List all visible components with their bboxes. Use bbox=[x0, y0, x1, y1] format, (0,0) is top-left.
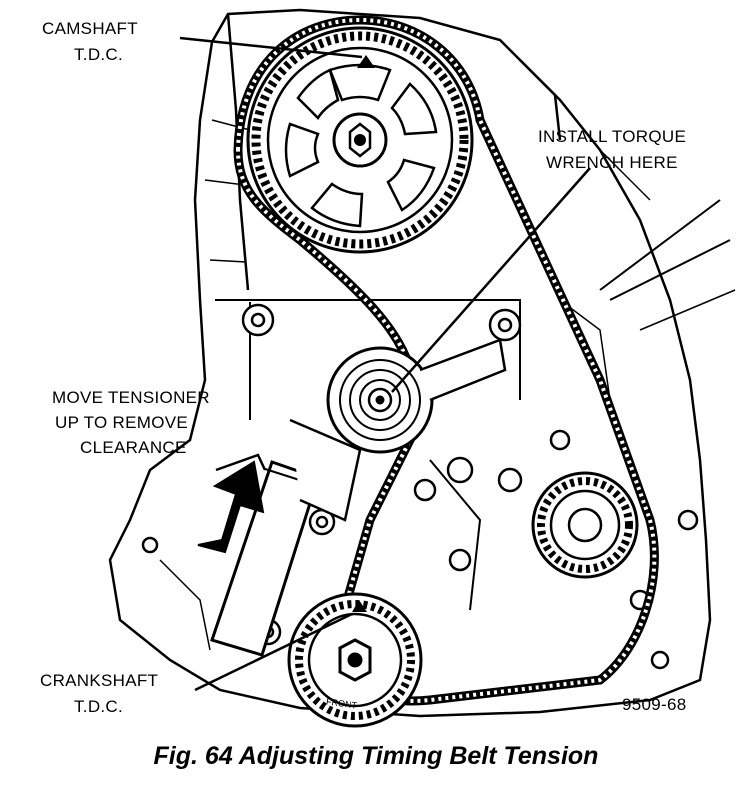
camshaft-label-line2: T.D.C. bbox=[74, 45, 123, 64]
hydraulic-tensioner bbox=[210, 418, 362, 657]
crankshaft-tdc-mark bbox=[352, 600, 367, 612]
bolt-holes bbox=[141, 303, 699, 670]
leader-lines bbox=[179, 36, 591, 692]
torque-label-line2: WRENCH HERE bbox=[546, 153, 678, 172]
idler-sprocket bbox=[531, 471, 639, 579]
timing-belt bbox=[233, 15, 659, 706]
tensioner-pulley bbox=[326, 338, 507, 454]
tensioner-label-line2: UP TO REMOVE bbox=[55, 413, 188, 432]
camshaft-sprocket bbox=[246, 26, 474, 254]
front-mark: FRONT bbox=[325, 696, 358, 710]
tensioner-label-line1: MOVE TENSIONER bbox=[52, 388, 210, 407]
move-up-arrow bbox=[197, 460, 265, 554]
engine-block bbox=[108, 8, 736, 718]
camshaft-tdc-mark bbox=[357, 55, 375, 68]
tensioner-label-line3: CLEARANCE bbox=[80, 438, 187, 457]
camshaft-label-line1: CAMSHAFT bbox=[42, 19, 138, 38]
figure-number: 9509-68 bbox=[622, 695, 687, 714]
crankshaft-label-line2: T.D.C. bbox=[74, 697, 123, 716]
torque-label-line1: INSTALL TORQUE bbox=[538, 127, 686, 146]
crankshaft-label-line1: CRANKSHAFT bbox=[40, 671, 158, 690]
figure-caption: Fig. 64 Adjusting Timing Belt Tension bbox=[153, 742, 599, 770]
crankshaft-sprocket bbox=[287, 592, 423, 728]
